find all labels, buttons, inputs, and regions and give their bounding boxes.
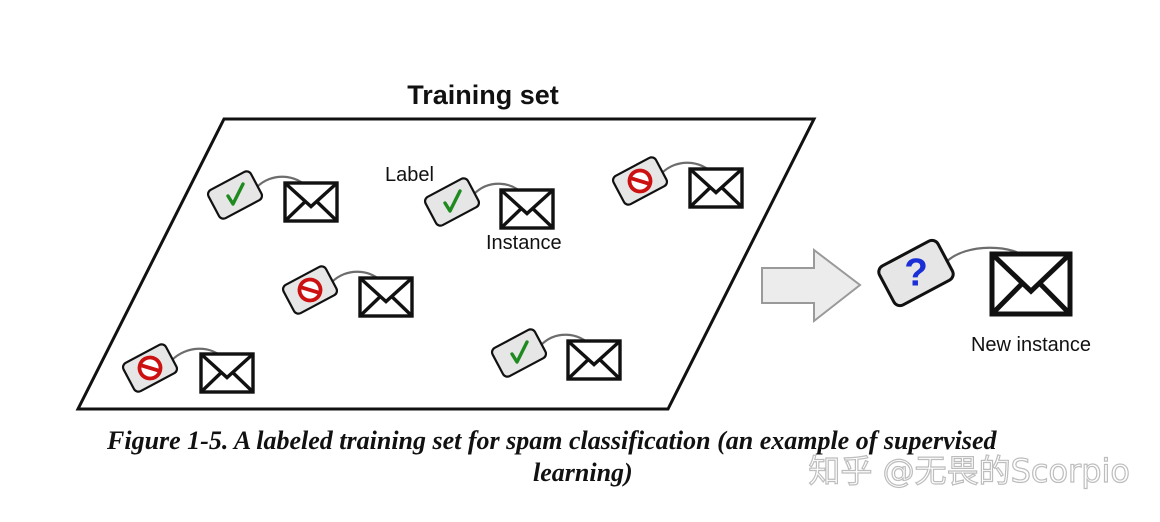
checkmark-icon	[226, 182, 245, 206]
watermark: 知乎 @无畏的Scorpio	[808, 452, 1130, 490]
example-ham-6	[490, 328, 622, 381]
example-spam-3	[611, 156, 744, 209]
figure-caption-line-2: learning)	[533, 458, 633, 487]
label-tag	[121, 343, 179, 393]
question-mark-icon: ?	[904, 251, 928, 294]
label-tag	[206, 170, 264, 220]
label-tag	[490, 328, 548, 378]
envelope-icon	[989, 251, 1073, 317]
label-callout: Label	[385, 164, 434, 186]
envelope-icon	[688, 167, 744, 209]
training-set-title: Training set	[407, 80, 559, 110]
example-spam-5	[121, 343, 255, 394]
new-instance-label: New instance	[971, 334, 1091, 356]
training-set-area	[75, 117, 817, 411]
training-examples	[121, 156, 744, 394]
example-ham-1	[206, 170, 339, 223]
envelope-icon	[566, 339, 622, 381]
envelope-icon	[283, 181, 339, 223]
checkmark-icon	[443, 189, 462, 213]
checkmark-icon	[510, 340, 529, 364]
label-tag: ?	[877, 238, 955, 308]
tag-body	[206, 170, 264, 220]
example-unknown-new: ?	[877, 238, 1073, 317]
tag-body	[877, 238, 955, 308]
envelope-icon	[199, 352, 255, 394]
envelope-icon	[358, 276, 414, 318]
no-entry-icon	[297, 277, 323, 303]
label-tag	[423, 177, 481, 227]
tag-body	[490, 328, 548, 378]
tag-body	[423, 177, 481, 227]
prediction-arrow	[761, 247, 862, 324]
figure-caption-line-1: Figure 1-5. A labeled training set for s…	[106, 426, 998, 455]
label-tag	[281, 265, 339, 315]
new-example: ?	[877, 238, 1073, 317]
no-entry-icon	[137, 355, 163, 381]
label-tag	[611, 156, 669, 206]
example-ham-2	[423, 177, 555, 230]
envelope-icon	[499, 188, 555, 230]
instance-callout: Instance	[486, 232, 562, 254]
example-spam-4	[281, 265, 414, 318]
no-entry-icon	[627, 168, 653, 194]
